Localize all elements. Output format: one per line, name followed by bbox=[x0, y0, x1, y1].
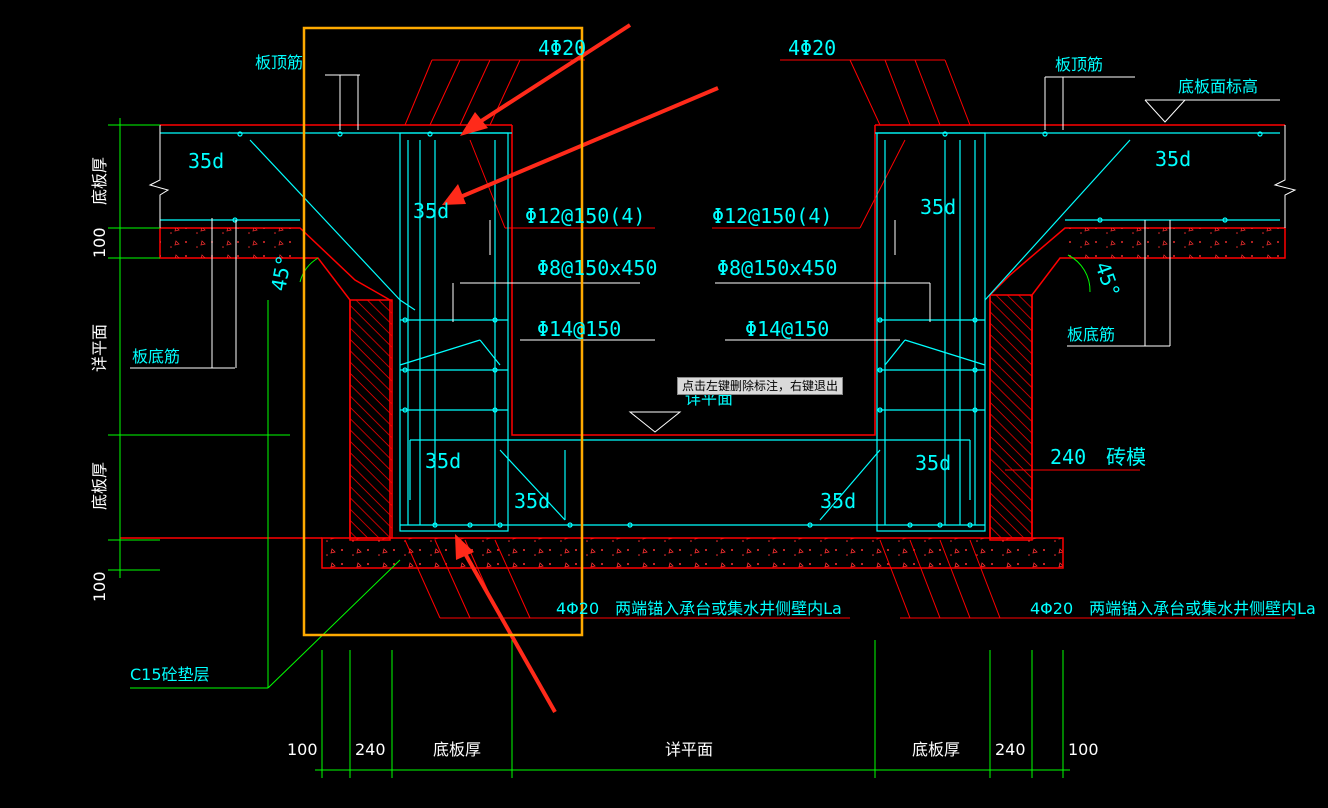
break-lines bbox=[148, 125, 1297, 228]
dim-slab-thickness-top: 底板厚 bbox=[90, 157, 109, 205]
dim-slab-thickness-bottom-right: 底板厚 bbox=[912, 740, 960, 759]
label-4phi20-top-right: 4Φ20 bbox=[788, 36, 836, 60]
dim-100-bottom-right: 100 bbox=[1068, 740, 1099, 759]
label-35d-3: 35d bbox=[413, 199, 449, 223]
label-tie-left: Φ8@150x450 bbox=[537, 256, 657, 280]
label-slab-top-rebar-left: 板顶筋 bbox=[255, 53, 303, 72]
dim-100-bottom-left: 100 bbox=[287, 740, 318, 759]
label-angle-right: 45° bbox=[1090, 259, 1125, 301]
label-35d-7: 35d bbox=[514, 489, 550, 513]
label-35d-5: 35d bbox=[425, 449, 461, 473]
label-slab-top-rebar-right: 板顶筋 bbox=[1055, 55, 1103, 74]
label-bar-phi14-right: Φ14@150 bbox=[745, 317, 829, 341]
label-slab-bottom-elevation: 底板面标高 bbox=[1178, 77, 1258, 96]
label-35d-4: 35d bbox=[920, 195, 956, 219]
selection-box[interactable] bbox=[302, 26, 584, 637]
dim-slab-thickness-bottom: 底板厚 bbox=[90, 462, 109, 510]
dim-detail-plan-vertical: 详平面 bbox=[90, 324, 109, 372]
label-bar-phi14-left: Φ14@150 bbox=[537, 317, 621, 341]
concrete-slabs bbox=[120, 59, 1295, 689]
label-bottom-bars-left: 4Φ20 两端锚入承台或集水井侧壁内La bbox=[556, 599, 842, 618]
label-4phi20-top-left: 4Φ20 bbox=[538, 36, 586, 60]
label-35d-6: 35d bbox=[915, 451, 951, 475]
label-stirrup-left: Φ12@150(4) bbox=[525, 204, 645, 228]
dim-100-top: 100 bbox=[90, 227, 109, 258]
text-labels: 4Φ20 4Φ20 板顶筋 板顶筋 底板面标高 35d 35d 35d 35d … bbox=[90, 36, 1316, 759]
label-35d-1: 35d bbox=[188, 149, 224, 173]
label-cushion: C15砼垫层 bbox=[130, 665, 210, 684]
rebar-lines bbox=[160, 131, 1280, 532]
label-slab-bottom-rebar-right: 板底筋 bbox=[1067, 325, 1115, 344]
leader-lines bbox=[130, 74, 1280, 433]
dim-detail-plan-bottom: 详平面 bbox=[665, 740, 713, 759]
label-35d-2: 35d bbox=[1155, 147, 1191, 171]
dim-240-bottom-right: 240 bbox=[995, 740, 1026, 759]
label-tie-right: Φ8@150x450 bbox=[717, 256, 837, 280]
dimension-lines bbox=[108, 118, 1091, 778]
dim-slab-thickness-bottom-left: 底板厚 bbox=[433, 740, 481, 759]
annotation-arrows bbox=[442, 23, 719, 713]
label-brick-mould: 240 砖模 bbox=[1050, 445, 1146, 469]
dim-240-bottom-left: 240 bbox=[355, 740, 386, 759]
label-angle-left: 45° bbox=[266, 253, 296, 293]
label-bottom-bars-right: 4Φ20 两端锚入承台或集水井侧壁内La bbox=[1030, 599, 1316, 618]
label-slab-bottom-rebar-left: 板底筋 bbox=[132, 347, 180, 366]
label-stirrup-right: Φ12@150(4) bbox=[712, 204, 832, 228]
label-35d-8: 35d bbox=[820, 489, 856, 513]
command-tooltip: 点击左键删除标注，右键退出 bbox=[677, 377, 844, 395]
dim-100-bottom: 100 bbox=[90, 571, 109, 602]
